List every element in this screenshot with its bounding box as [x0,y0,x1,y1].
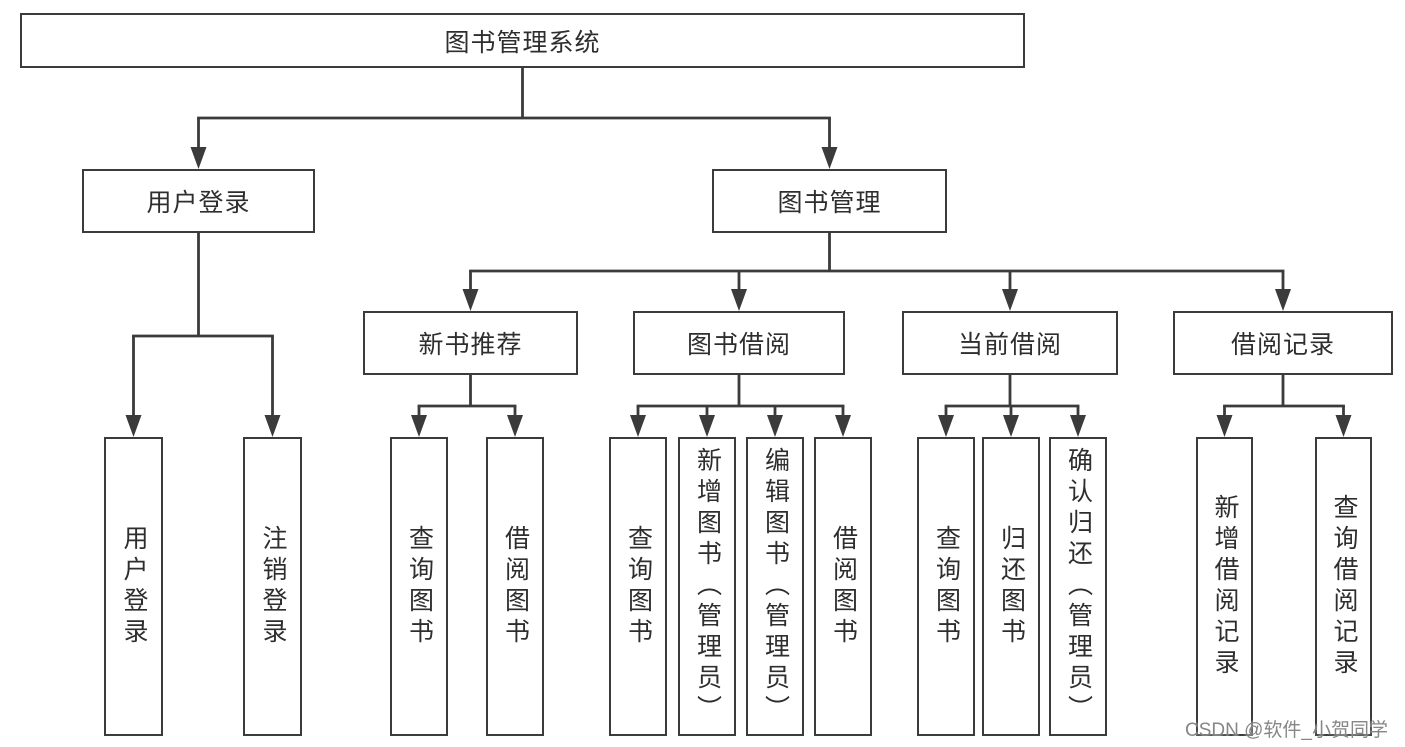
node-label: 编辑图书（管理员） [761,447,790,726]
leaf-return-books: 归还图书 [982,437,1040,736]
node-book-borrowing: 图书借阅 [633,311,845,375]
leaf-logout-login: 注销登录 [243,437,302,736]
node-label: 归还图书 [997,524,1026,649]
node-book-management: 图书管理 [712,169,947,233]
node-label: 查询图书 [932,524,961,649]
node-borrowing-records: 借阅记录 [1173,311,1393,375]
node-label: 借阅图书 [829,524,858,649]
node-current-borrowing: 当前借阅 [902,311,1118,375]
node-label: 借阅图书 [501,524,530,649]
node-label: 查询图书 [405,524,434,649]
node-label: 确认归还（管理员） [1064,447,1093,726]
leaf-query-books-recommend: 查询图书 [390,437,448,736]
node-label: 当前借阅 [957,331,1062,359]
leaf-edit-books-admin: 编辑图书（管理员） [746,437,804,736]
leaf-confirm-return-admin: 确认归还（管理员） [1049,437,1107,736]
leaf-borrow-books-borrow: 借阅图书 [814,437,872,736]
node-label: 图书管理系统 [444,28,601,57]
leaf-query-books-borrow: 查询图书 [609,437,667,736]
node-label: 图书管理 [777,189,882,217]
node-label: 用户登录 [146,189,251,217]
node-label: 新增借阅记录 [1211,493,1239,680]
leaf-user-login: 用户登录 [104,437,163,736]
node-user-login: 用户登录 [82,169,315,233]
node-label: 用户登录 [120,524,148,649]
node-label: 查询借阅记录 [1330,493,1358,680]
node-label: 新增图书（管理员） [693,447,722,726]
node-label: 查询图书 [624,524,653,649]
leaf-add-borrow-record: 新增借阅记录 [1196,437,1253,736]
node-label: 图书借阅 [686,331,791,359]
node-label: 注销登录 [259,524,287,649]
leaf-add-books-admin: 新增图书（管理员） [678,437,736,736]
leaf-borrow-books-recommend: 借阅图书 [486,437,544,736]
watermark: CSDN @软件_小贺同学 [1185,720,1388,741]
node-library-management-system: 图书管理系统 [20,13,1025,68]
node-label: 借阅记录 [1230,331,1335,359]
leaf-query-books-current: 查询图书 [917,437,975,736]
node-label: 新书推荐 [418,331,523,359]
leaf-query-borrow-record: 查询借阅记录 [1315,437,1372,736]
node-new-book-recommend: 新书推荐 [363,311,578,375]
